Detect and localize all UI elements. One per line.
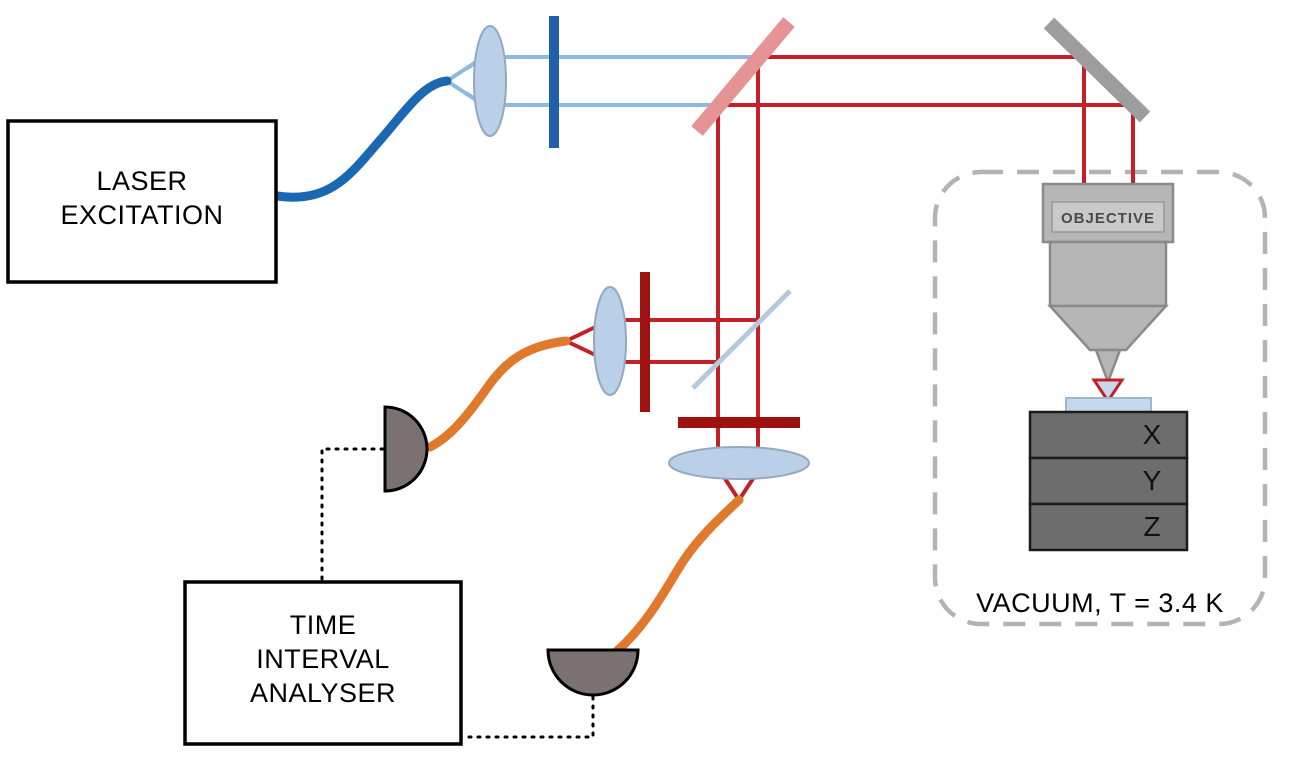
signal-cable-left [320, 447, 385, 582]
time-interval-analyser-box [183, 580, 463, 746]
blue-excitation-fiber [272, 76, 452, 202]
stage-z [1028, 502, 1189, 552]
red-longpass-filter-left [640, 272, 650, 412]
objective-taper [1047, 304, 1169, 352]
objective-body [1048, 240, 1168, 308]
photon-detector-left [383, 405, 429, 493]
red-longpass-filter-bottom [678, 417, 800, 428]
sample [1065, 397, 1152, 413]
vacuum-chamber-outline [932, 169, 1268, 627]
signal-cable-bottom [461, 695, 595, 739]
laser-excitation-module: LASER EXCITATION [6, 119, 278, 284]
time-interval-analyser-module: TIME INTERVAL ANALYSER [183, 580, 463, 746]
tia-label-line3: ANALYSER [250, 678, 396, 708]
blue-bandpass-filter [549, 16, 559, 148]
fifty-fifty-beamsplitter [691, 289, 792, 390]
objective-label: OBJECTIVE [1061, 210, 1155, 227]
orange-fiber-bottom [611, 495, 744, 657]
tia-label-line1: TIME [290, 610, 357, 640]
fiber-coupling-lens-left [593, 286, 627, 396]
stage-z-label: Z [1143, 511, 1160, 542]
stage-x [1028, 410, 1189, 460]
objective-assembly: OBJECTIVE [1041, 182, 1175, 386]
focus-cone [1091, 378, 1125, 404]
objective-label-band [1051, 201, 1165, 233]
stage-x-label: X [1143, 419, 1162, 450]
laser-excitation-box [6, 119, 278, 284]
stage-y-label: Y [1143, 465, 1162, 496]
tia-label-line2: INTERVAL [256, 644, 390, 674]
laser-label-line1: LASER [96, 166, 187, 196]
fiber-coupling-lens-bottom [668, 446, 810, 480]
orange-fiber-left [425, 336, 571, 452]
stage-y [1028, 456, 1189, 506]
photon-detector-bottom [546, 648, 640, 697]
collimation-lens [473, 25, 507, 137]
steering-mirror [1043, 17, 1151, 123]
xyz-stage: X Y Z [1028, 410, 1189, 552]
laser-label-line2: EXCITATION [60, 200, 223, 230]
vacuum-label: VACUUM, T = 3.4 K [976, 588, 1224, 618]
objective-tip [1094, 348, 1122, 386]
dichroic-beamsplitter [691, 17, 795, 136]
